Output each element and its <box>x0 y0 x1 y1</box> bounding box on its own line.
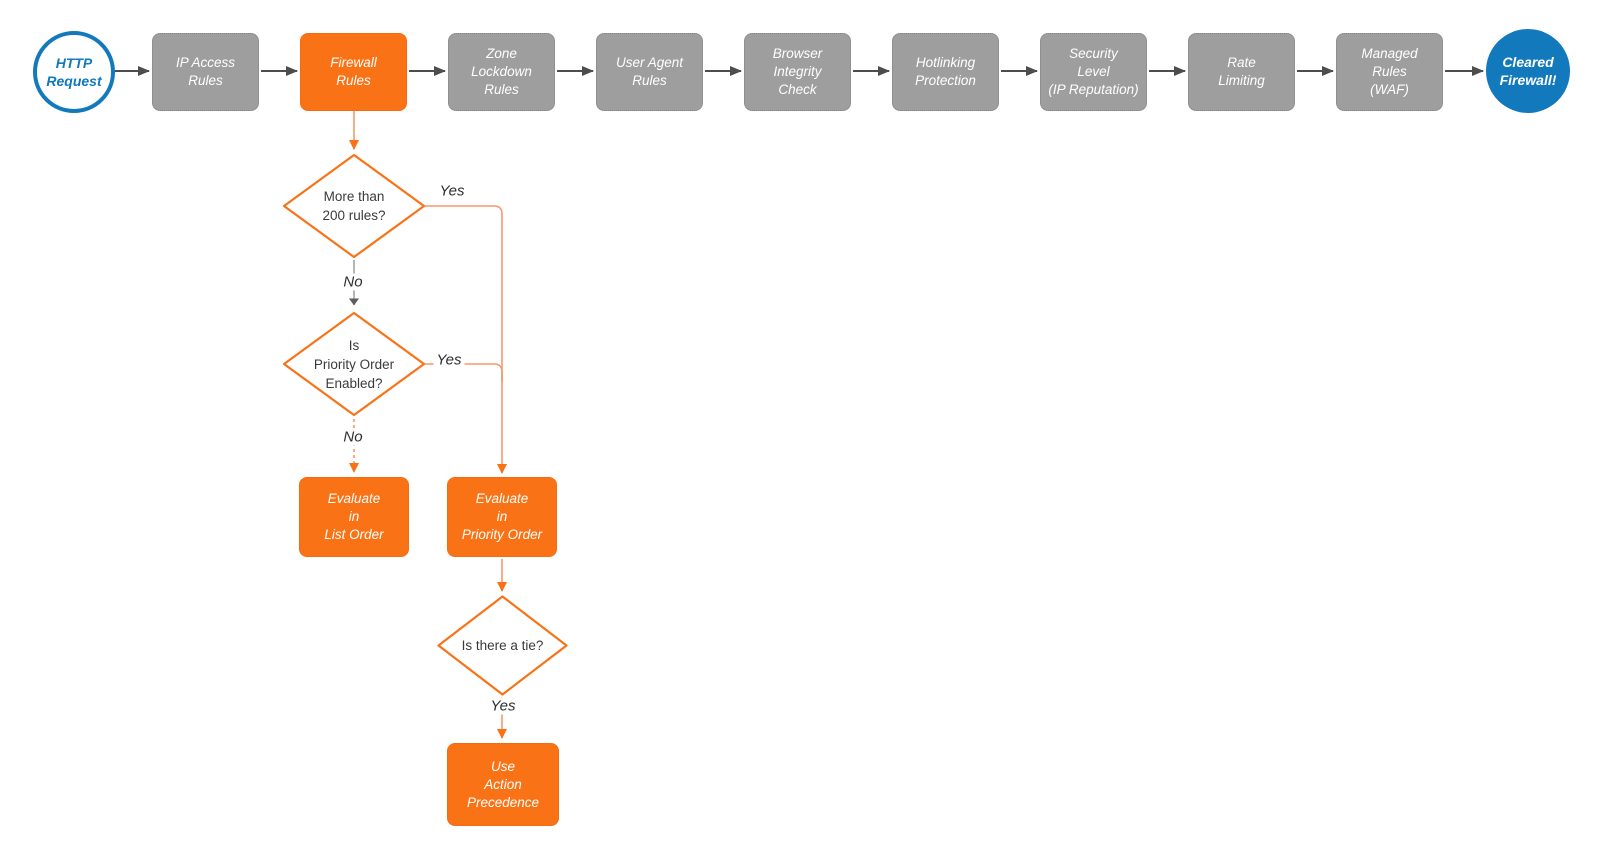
edge-label-yes-more-rules: Yes <box>436 182 468 200</box>
node-zone-lockdown-rules: Zone Lockdown Rules <box>448 33 555 111</box>
decision-label: More than 200 rules? <box>322 189 386 223</box>
node-label: Browser Integrity Check <box>772 46 823 97</box>
node-label: User Agent Rules <box>615 55 684 88</box>
node-label: Evaluate in List Order <box>324 491 384 542</box>
arrow-priority-yes-merge <box>425 363 503 382</box>
decision-more-than-200-rules: More than 200 rules? <box>281 152 427 260</box>
node-firewall-rules: Firewall Rules <box>300 33 407 111</box>
node-label: Managed Rules (WAF) <box>1361 46 1418 97</box>
node-label: IP Access Rules <box>175 55 236 88</box>
node-label: Rate Limiting <box>1218 55 1265 88</box>
node-browser-integrity-check: Browser Integrity Check <box>744 33 851 111</box>
diamond-shape <box>282 311 426 417</box>
node-evaluate-in-list-order: Evaluate in List Order <box>299 477 409 557</box>
diamond-shape <box>437 595 568 696</box>
node-label: Cleared Firewall! <box>1499 54 1557 88</box>
node-security-level: Security Level (IP Reputation) <box>1040 33 1147 111</box>
edge-label-no-priority: No <box>340 428 366 446</box>
decision-label: Is Priority Order Enabled? <box>313 337 395 391</box>
node-label: Evaluate in Priority Order <box>461 491 543 542</box>
node-hotlinking-protection: Hotlinking Protection <box>892 33 999 111</box>
decision-priority-order-enabled: Is Priority Order Enabled? <box>281 310 427 418</box>
arrow-200-rules-yes-to-evaluate-priority <box>425 205 507 474</box>
node-managed-rules-waf: Managed Rules (WAF) <box>1336 33 1443 111</box>
node-ip-access-rules: IP Access Rules <box>152 33 259 111</box>
node-label: Zone Lockdown Rules <box>471 46 532 97</box>
node-use-action-precedence: Use Action Precedence <box>447 743 559 826</box>
node-rate-limiting: Rate Limiting <box>1188 33 1295 111</box>
edge-label-no-more-rules: No <box>340 273 366 291</box>
node-label: Use Action Precedence <box>466 758 540 810</box>
node-label: Security Level (IP Reputation) <box>1048 46 1139 97</box>
decision-is-there-a-tie: Is there a tie? <box>436 594 569 697</box>
diamond-shape <box>282 153 426 259</box>
decision-label: Is there a tie? <box>461 638 544 653</box>
node-label: Firewall Rules <box>330 55 377 88</box>
node-label: Hotlinking Protection <box>915 55 976 88</box>
edge-label-yes-tie: Yes <box>487 697 519 715</box>
node-evaluate-in-priority-order: Evaluate in Priority Order <box>447 477 557 557</box>
node-cleared-firewall: Cleared Firewall! <box>1486 29 1570 113</box>
node-label: HTTP Request <box>46 55 102 89</box>
node-http-request: HTTP Request <box>33 31 115 113</box>
edge-label-yes-priority: Yes <box>433 351 465 369</box>
node-user-agent-rules: User Agent Rules <box>596 33 703 111</box>
